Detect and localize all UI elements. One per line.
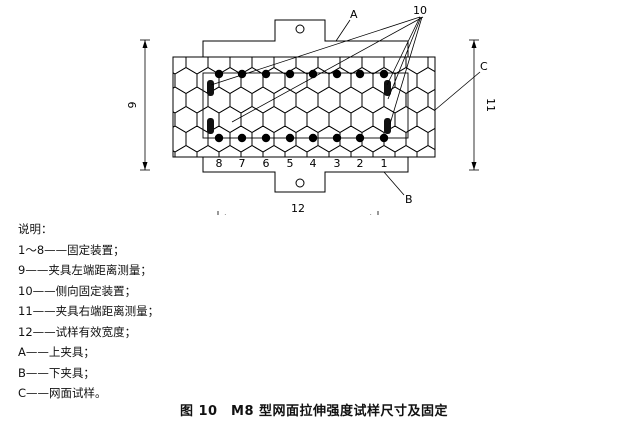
pin-number-labels: 8 7 6 5 4 3 2 1 — [216, 157, 388, 170]
pin-number: 4 — [310, 157, 317, 170]
legend-item: 12——试样有效宽度； — [18, 324, 137, 339]
pin-number: 8 — [216, 157, 223, 170]
dim9-arrow-top — [142, 40, 148, 48]
label-11: 11 — [484, 98, 497, 112]
fixing-pin — [237, 133, 247, 143]
pin-number: 6 — [263, 157, 270, 170]
mesh-cell — [439, 68, 461, 94]
fixing-pin — [355, 69, 365, 79]
leader-a — [335, 19, 351, 42]
mesh-cell — [427, 88, 435, 112]
lateral-fixing-devices — [207, 80, 391, 134]
pin-number: 2 — [357, 157, 364, 170]
mesh-cell — [461, 146, 483, 172]
mesh-cell — [450, 126, 472, 152]
fixing-pin — [261, 133, 271, 143]
legend: 说明： 1～8——固定装置； 9——夹具左端距离测量； 10——侧向固定装置； … — [18, 219, 438, 404]
pin-number: 5 — [287, 157, 294, 170]
legend-item: 11——夹具右端距离测量； — [18, 304, 160, 318]
pin-number: 3 — [334, 157, 341, 170]
upper-clamp — [202, 19, 409, 57]
pin-number: 7 — [239, 157, 246, 170]
legend-heading: 说明： — [18, 222, 53, 236]
lower-clamp — [202, 157, 409, 193]
fixing-pin — [379, 69, 389, 79]
mesh-cell — [173, 72, 176, 89]
mesh-cell — [461, 107, 483, 133]
fixing-pin — [308, 69, 318, 79]
fixing-pin — [332, 69, 342, 79]
mesh-cell — [450, 48, 472, 74]
mesh-cell — [285, 29, 307, 55]
dim12-arrow-left — [224, 214, 226, 215]
dimension-9 — [140, 39, 150, 171]
mesh-cell — [439, 29, 461, 55]
mesh-cell — [153, 29, 175, 55]
figure-caption: 图 10 M8 型网面拉伸强度试样尺寸及固定 — [179, 404, 449, 419]
fixing-pin — [237, 69, 247, 79]
dimension-12 — [217, 211, 379, 215]
legend-item: 1～8——固定装置； — [18, 242, 125, 257]
legend-item: 10——侧向固定装置； — [18, 283, 137, 298]
mesh-cell — [461, 29, 483, 55]
dim11-arrow-bottom — [471, 162, 477, 170]
leader-c — [434, 71, 481, 111]
label-c: C — [480, 60, 488, 73]
fixing-pin — [379, 133, 389, 143]
mesh-cell — [173, 150, 176, 157]
label-10: 10 — [413, 4, 427, 17]
mesh-cell — [427, 127, 435, 151]
label-b: B — [405, 193, 413, 206]
mesh-cell — [417, 29, 439, 55]
fixing-pin — [308, 133, 318, 143]
fixing-pin — [214, 133, 224, 143]
dim9-arrow-bottom — [142, 162, 148, 170]
lower-clamp-hole — [295, 178, 305, 188]
fixing-pin — [285, 69, 295, 79]
clamp-inner-frame — [202, 72, 409, 139]
mesh-cell — [450, 87, 472, 113]
mesh-cell — [173, 111, 176, 128]
fixing-pins-bottom — [214, 133, 389, 143]
dim11-arrow-top — [471, 40, 477, 48]
mesh-cell — [439, 107, 461, 133]
legend-item: A——上夹具； — [18, 345, 95, 359]
dimension-11 — [469, 39, 479, 171]
fixing-pin — [332, 133, 342, 143]
dim12-arrow-right — [370, 214, 372, 215]
label-a: A — [350, 8, 358, 21]
fixing-pin — [261, 69, 271, 79]
fixing-pins-top — [214, 69, 389, 79]
upper-clamp-hole — [295, 24, 305, 34]
fixing-pin — [355, 133, 365, 143]
leader-lines-10 — [210, 16, 424, 125]
leader-b — [383, 171, 405, 196]
figure-diagram: 8 7 6 5 4 3 2 1 10 A C B 9 11 12 — [126, 4, 497, 215]
legend-item: B——下夹具； — [18, 365, 95, 380]
legend-item: 9——夹具左端距离测量； — [18, 263, 152, 277]
label-12: 12 — [291, 202, 305, 215]
label-9: 9 — [126, 102, 139, 109]
mesh-cell — [439, 146, 461, 172]
mesh-cell — [175, 29, 197, 55]
pin-number: 1 — [381, 157, 388, 170]
legend-item: C——网面试样。 — [18, 386, 107, 400]
fixing-pin — [285, 133, 295, 143]
mesh-cell — [416, 144, 435, 157]
fixing-pin — [214, 69, 224, 79]
